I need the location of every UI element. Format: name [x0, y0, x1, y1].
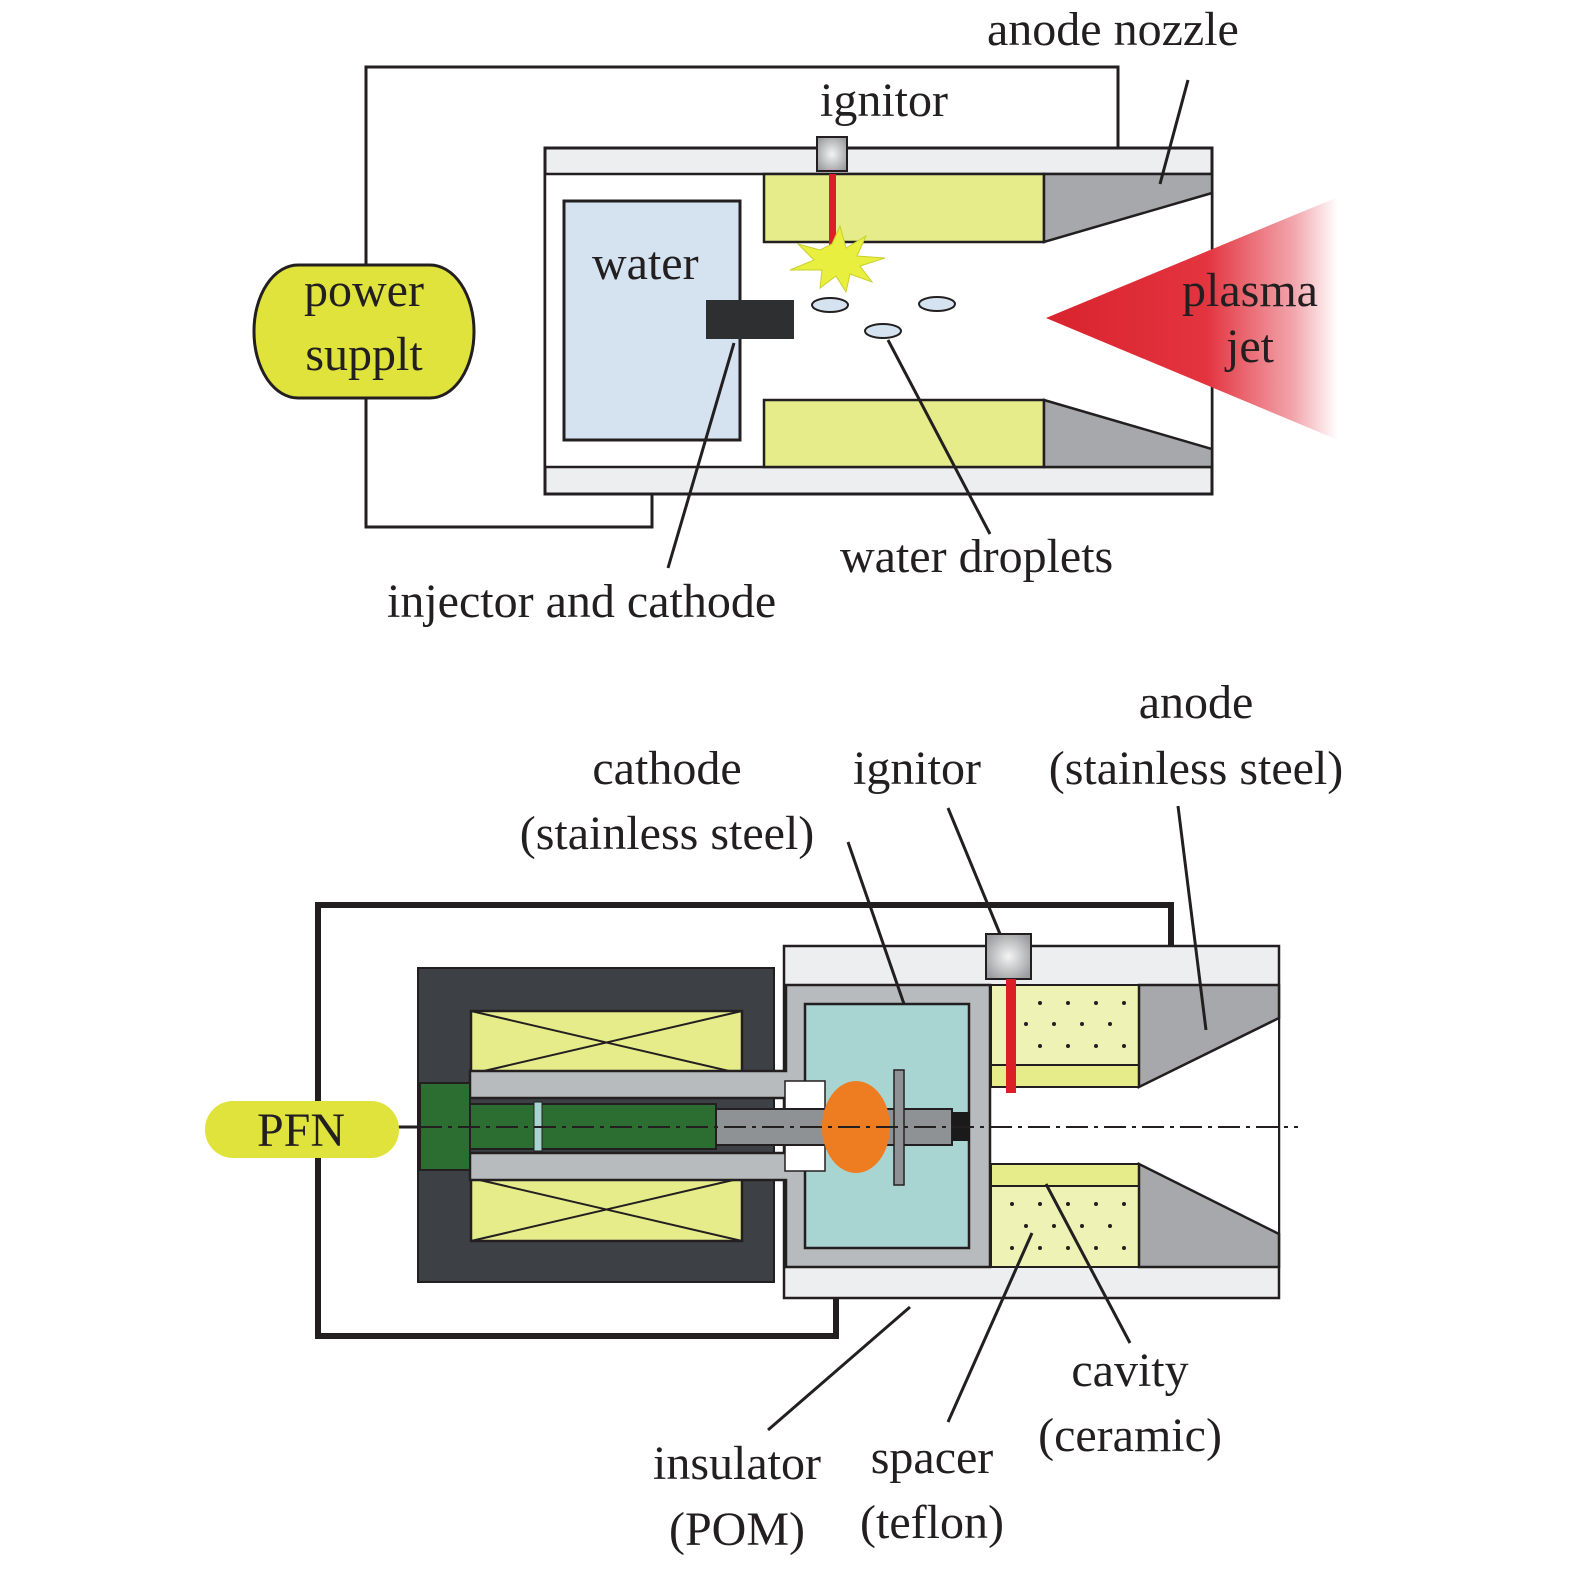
anode-nozzle-upper	[1042, 172, 1214, 244]
label-cathode-line2: (stainless steel)	[520, 807, 815, 860]
bottom-ignitor-pin	[1006, 979, 1016, 1093]
leader-ignitor	[946, 807, 1002, 935]
label-cavity-line1: cavity	[1071, 1344, 1188, 1397]
plasma-jet	[1046, 197, 1338, 440]
leader-anode	[1176, 805, 1208, 1031]
coil-lower-cross	[470, 1177, 743, 1242]
leader-spacer	[946, 1232, 1034, 1423]
label-plasma-line1: plasma	[1182, 264, 1318, 317]
spacer-lower	[990, 1163, 1140, 1187]
top-lower-electrode	[762, 398, 1046, 469]
leader-injector	[666, 342, 736, 569]
leader-droplets	[886, 339, 992, 535]
label-power-line1: power	[304, 264, 424, 317]
label-water-droplets: water droplets	[840, 530, 1113, 583]
label-anode-line1: anode	[1139, 676, 1254, 729]
water-droplet	[918, 296, 956, 312]
label-insulator-line1: insulator	[653, 1437, 821, 1490]
top-wire-lower	[364, 398, 654, 529]
label-top-ignitor: ignitor	[820, 74, 948, 127]
injector-cathode-block	[706, 300, 794, 339]
top-diagram: anode nozzle ignitor water power supplt …	[252, 3, 1338, 628]
coil-upper-cross	[470, 1010, 743, 1075]
leader-insulator	[767, 1305, 911, 1432]
label-anode-nozzle: anode nozzle	[987, 3, 1239, 56]
label-injector-cathode: injector and cathode	[387, 575, 776, 628]
label-bottom-ignitor: ignitor	[853, 742, 981, 795]
power-supply	[252, 263, 476, 400]
leader-anode-nozzle	[1158, 79, 1190, 185]
label-insulator-line2: (POM)	[669, 1503, 805, 1556]
cavity-lower	[990, 1185, 1140, 1268]
leader-cathode	[846, 841, 906, 1005]
label-spacer-line2: (teflon)	[860, 1496, 1004, 1549]
label-anode-line2: (stainless steel)	[1049, 742, 1344, 795]
label-power-line2: supplt	[305, 328, 423, 381]
water-droplet	[811, 297, 849, 313]
anode-nozzle-lower	[1042, 398, 1214, 469]
top-ignitor	[816, 136, 848, 172]
label-pfn: PFN	[257, 1104, 345, 1157]
top-upper-electrode	[762, 172, 1046, 244]
label-plasma-line2: jet	[1224, 320, 1275, 373]
water-droplet	[864, 323, 902, 339]
pfn-source	[205, 1101, 399, 1158]
top-wire-upper	[364, 65, 1120, 265]
label-spacer-line1: spacer	[871, 1431, 994, 1484]
anode-lower	[1137, 1161, 1281, 1269]
spark-icon	[789, 224, 886, 294]
label-water: water	[592, 237, 699, 290]
label-cathode-line1: cathode	[592, 742, 741, 795]
anode-upper	[1137, 983, 1281, 1090]
top-ignitor-pin	[829, 174, 836, 254]
leader-cavity	[1044, 1183, 1132, 1344]
bottom-ignitor	[985, 933, 1032, 980]
label-cavity-line2: (ceramic)	[1038, 1409, 1222, 1462]
bottom-diagram: anode (stainless steel) cathode (stainle…	[205, 676, 1343, 1556]
